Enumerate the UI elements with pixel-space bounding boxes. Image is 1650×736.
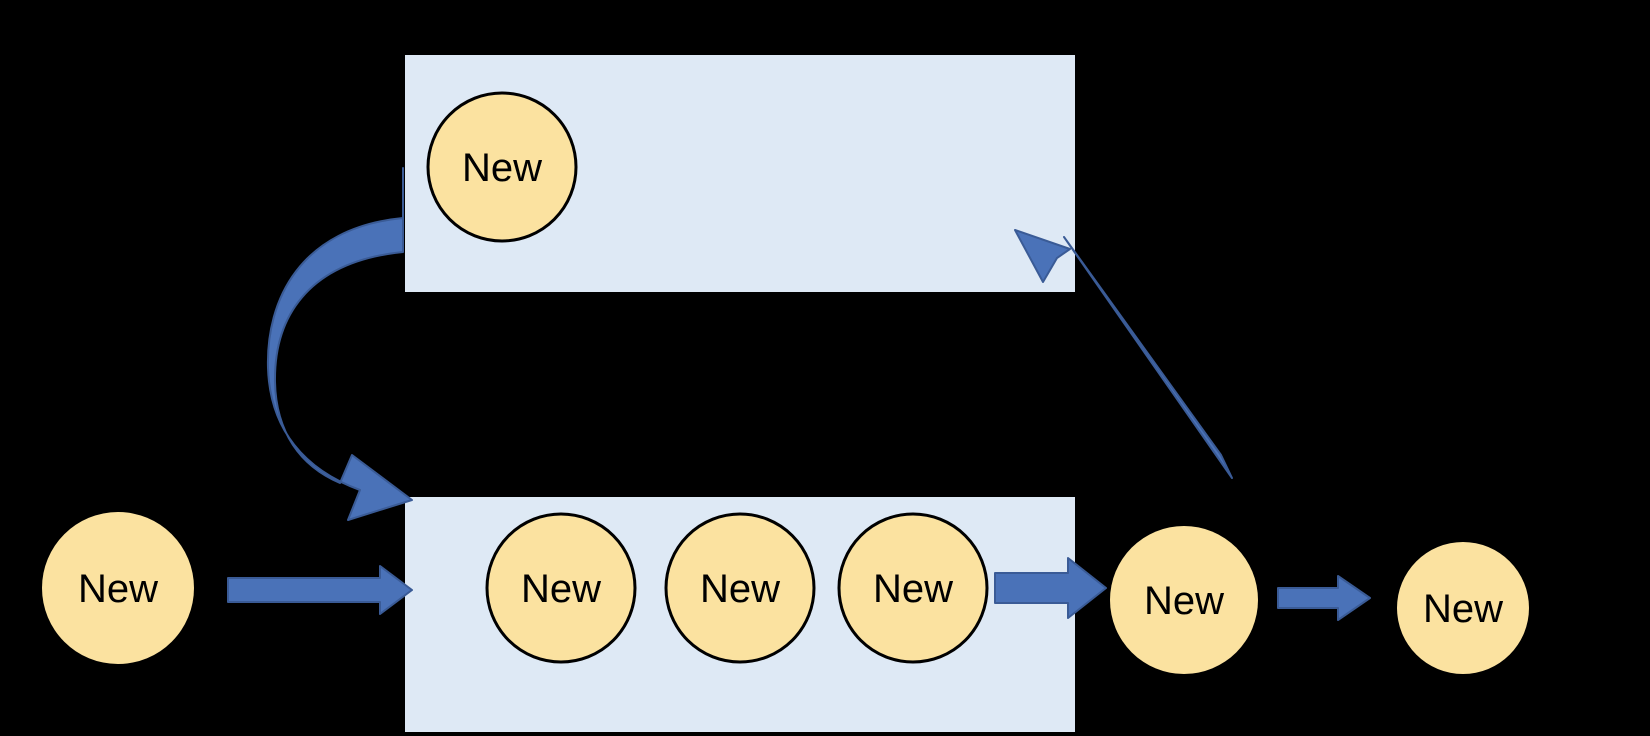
node-new-7-shape <box>1397 542 1529 674</box>
arrow-curved-body <box>266 167 413 521</box>
node-new-6[interactable]: New <box>1110 526 1258 674</box>
node-new-1[interactable]: New <box>42 512 194 664</box>
node-new-5-shape <box>837 512 989 664</box>
node-new-7[interactable]: New <box>1397 542 1529 674</box>
node-new-5[interactable]: New <box>837 512 989 664</box>
arrow-bottom-container-to-node6[interactable] <box>994 557 1107 619</box>
arrow-3-shape <box>1277 575 1371 621</box>
node-new-1-shape <box>42 512 194 664</box>
node-new-2[interactable]: New <box>426 91 578 243</box>
arrow-diagonal-head <box>1014 229 1071 283</box>
arrows-group <box>227 167 1371 621</box>
arrow-node6-to-node7[interactable] <box>1277 575 1371 621</box>
node-new-4[interactable]: New <box>664 512 816 664</box>
arrow-2-shape <box>994 557 1107 619</box>
arrow-diagonal-body <box>1063 236 1233 479</box>
arrow-diagonal-to-top-container[interactable] <box>1014 229 1233 479</box>
node-new-2-shape <box>426 91 578 243</box>
node-new-4-shape <box>664 512 816 664</box>
node-new-3-shape <box>485 512 637 664</box>
arrow-node1-to-bottom-container[interactable] <box>227 565 413 615</box>
arrow-1-shape <box>227 565 413 615</box>
arrow-curved-top-to-bottom-container[interactable] <box>266 167 413 521</box>
node-new-6-shape <box>1110 526 1258 674</box>
node-new-3[interactable]: New <box>485 512 637 664</box>
